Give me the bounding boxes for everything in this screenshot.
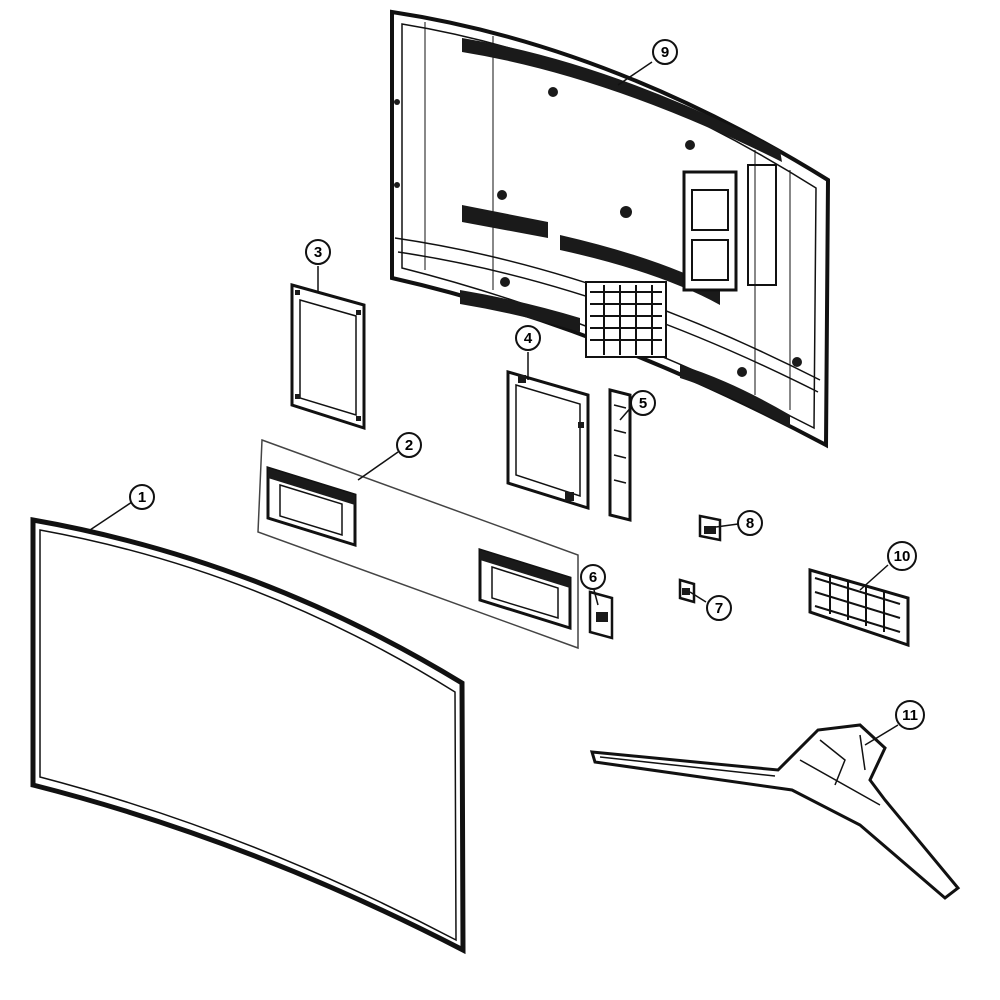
callout-label-3: 3	[314, 244, 322, 261]
callout-6: 6	[580, 564, 606, 590]
callout-11: 11	[895, 700, 925, 730]
callout-7: 7	[706, 595, 732, 621]
callout-8: 8	[737, 510, 763, 536]
callout-label-1: 1	[138, 489, 146, 506]
part-clip	[678, 578, 696, 604]
part-power-board	[290, 283, 366, 431]
part-main-board	[506, 370, 590, 511]
callout-9: 9	[652, 39, 678, 65]
callout-1: 1	[129, 484, 155, 510]
callout-label-4: 4	[524, 330, 533, 347]
part-front-panel	[30, 517, 466, 955]
part-stand-base	[589, 723, 961, 900]
callout-label-7: 7	[715, 600, 723, 617]
callout-label-6: 6	[589, 569, 597, 586]
callout-4: 4	[515, 325, 541, 351]
callout-5: 5	[630, 390, 656, 416]
leader-lines	[89, 61, 899, 746]
part-cable-cover	[808, 568, 910, 648]
callout-label-5: 5	[639, 395, 647, 412]
callout-label-2: 2	[405, 437, 413, 454]
callout-label-8: 8	[746, 515, 754, 532]
part-control-board	[608, 388, 632, 522]
callout-label-9: 9	[661, 44, 669, 61]
callout-3: 3	[305, 239, 331, 265]
callout-label-11: 11	[902, 707, 918, 724]
part-rear-cover	[390, 9, 831, 449]
part-stand-brackets	[257, 438, 579, 650]
callout-label-10: 10	[894, 548, 911, 565]
callout-2: 2	[396, 432, 422, 458]
callout-10: 10	[887, 541, 917, 571]
part-connector	[698, 514, 722, 542]
part-small-bracket	[588, 590, 614, 640]
